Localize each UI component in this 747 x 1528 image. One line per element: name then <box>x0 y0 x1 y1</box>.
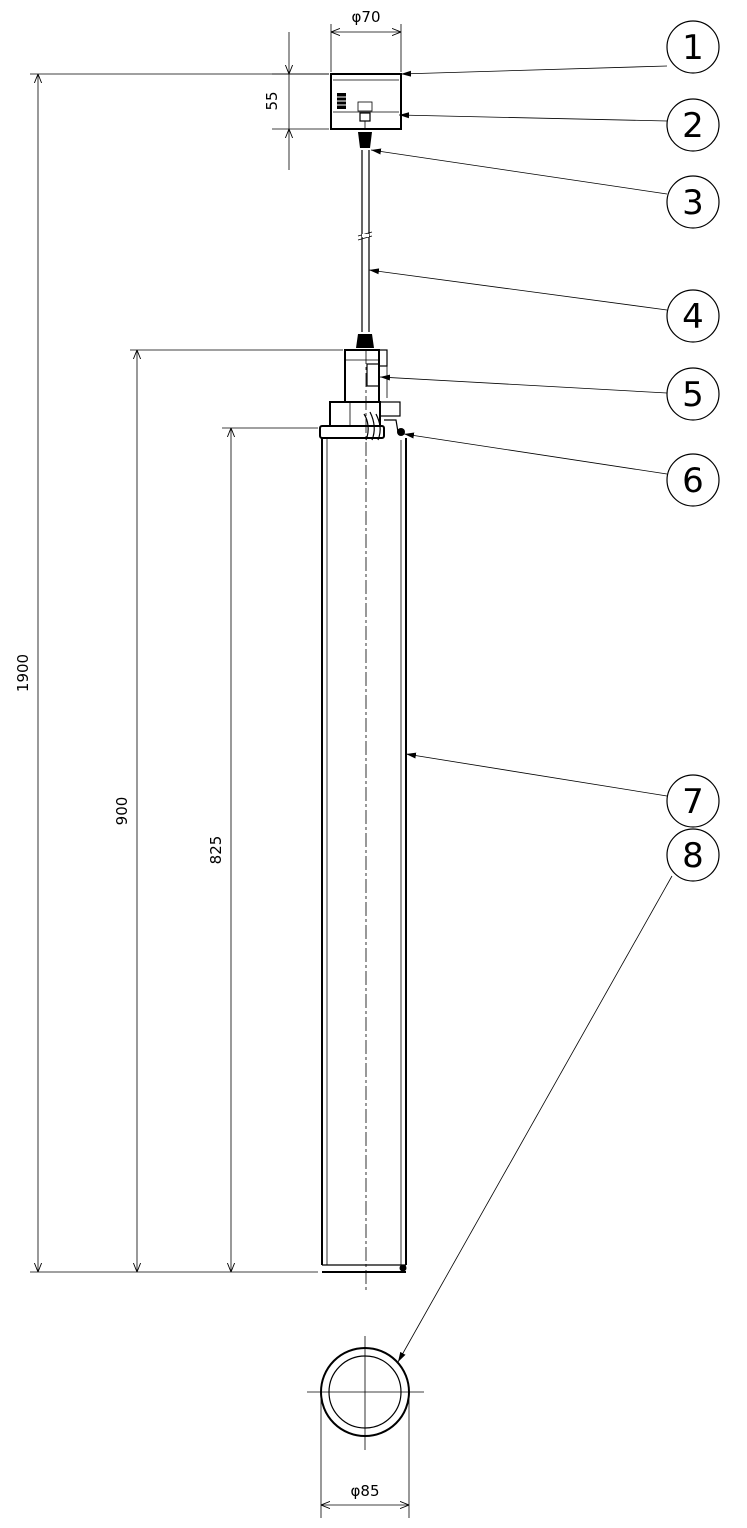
callout-balloon-8: 8 <box>666 828 720 882</box>
dim-label-canopy-height: 55 <box>263 91 281 110</box>
callout-balloon-6: 6 <box>666 453 720 507</box>
callout-balloon-3: 3 <box>666 175 720 229</box>
plan-view <box>307 1336 424 1450</box>
cord <box>356 132 374 348</box>
top-cap <box>319 411 405 441</box>
callout-number: 4 <box>682 297 704 337</box>
dim-body-height: 900 <box>113 349 343 1272</box>
callout-number: 8 <box>682 836 704 876</box>
dim-label-tube-diameter: φ85 <box>351 1482 380 1500</box>
callout-number: 2 <box>682 106 704 146</box>
dim-tube-height: 825 <box>207 427 318 1272</box>
dim-canopy-diameter: φ70 <box>330 8 402 72</box>
callout-balloon-4: 4 <box>666 289 720 343</box>
callout-number: 6 <box>682 461 704 501</box>
dim-label-overall-height: 1900 <box>14 654 32 692</box>
dim-tube-diameter: φ85 <box>320 1392 410 1518</box>
leader-lines <box>368 65 673 1363</box>
dim-canopy-height: 55 <box>263 32 329 170</box>
dim-label-body-height: 900 <box>113 797 131 826</box>
callout-balloon-7: 7 <box>666 774 720 828</box>
tube-shade <box>321 438 407 1273</box>
callout-number: 1 <box>682 28 704 68</box>
callout-balloon-5: 5 <box>666 367 720 421</box>
callout-balloon-1: 1 <box>666 20 720 74</box>
dim-label-canopy-diameter: φ70 <box>352 8 381 26</box>
callout-number: 3 <box>682 183 704 223</box>
canopy <box>330 73 402 130</box>
dim-label-tube-height: 825 <box>207 836 225 865</box>
callout-number: 7 <box>682 782 704 822</box>
dim-overall-height: 1900 <box>14 73 329 1273</box>
callout-balloon-2: 2 <box>666 98 720 152</box>
callout-number: 5 <box>682 375 704 415</box>
